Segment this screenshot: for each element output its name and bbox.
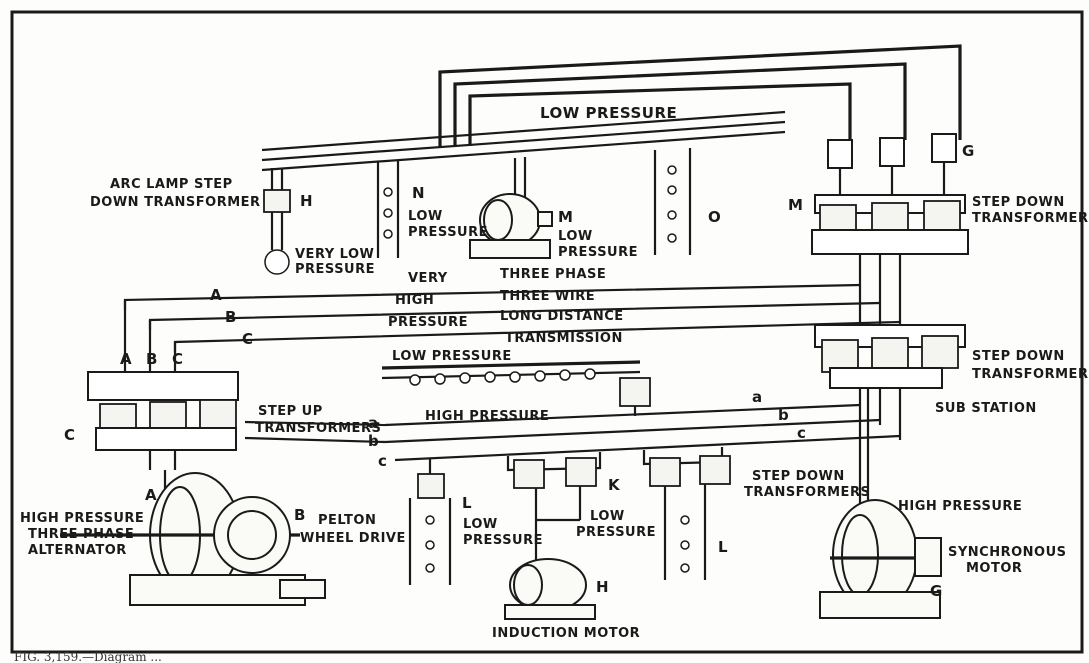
branch-n [378,161,398,258]
label-long-distance: LONG DISTANCE [500,309,624,324]
label-c-right: c [797,424,806,442]
label-sync-2: MOTOR [966,561,1022,576]
label-step-down-low-1: STEP DOWN [752,469,845,484]
meter-box [828,140,852,168]
label-o: O [708,208,721,226]
label-n-low-1: LOW [408,209,443,224]
label-a-right: a [752,388,763,406]
label-high-pressure-right: HIGH PRESSURE [898,499,1022,514]
label-arc-lamp-2: DOWN TRANSFORMER [90,195,261,210]
label-sub-station: SUB STATION [935,401,1037,416]
label-m-mid: M [558,208,573,226]
label-g-sync: G [930,582,943,600]
label-c-line: C [242,330,254,348]
label-step-down-top-2: TRANSFORMERS [972,211,1089,226]
arc-lamp-transformer [264,168,290,274]
label-high-pressure-mid: HIGH PRESSURE [425,409,549,424]
step-down-transformers-mid [815,325,965,388]
label-b-pelton: B [294,506,306,524]
label-k-low-1: LOW [590,509,625,524]
label-c-left: C [64,426,76,444]
label-pelton-1: PELTON [318,513,376,528]
label-very-low-1: VERY LOW [295,247,374,262]
label-k-low-2: PRESSURE [576,525,656,540]
label-a-line: A [210,286,222,304]
label-b-line: B [225,308,237,326]
label-h-ind: H [596,578,609,596]
label-high: HIGH [395,293,434,308]
branch-l-left [410,458,450,585]
label-pressure: PRESSURE [388,315,468,330]
label-induction-motor: INDUCTION MOTOR [492,626,640,641]
label-step-down-mid-2: TRANSFORMERS [972,367,1089,382]
label-c-col: C [172,350,184,368]
label-step-down-mid-1: STEP DOWN [972,349,1065,364]
label-step-up-2: TRANSFORMERS [255,421,381,436]
label-step-up-1: STEP UP [258,404,323,419]
label-low-pressure-top: LOW PRESSURE [540,104,677,122]
label-transmission: TRANSMISSION [505,331,623,346]
label-n-low-2: PRESSURE [408,225,488,240]
step-up-transformers [88,372,238,450]
label-m-low-2: PRESSURE [558,245,638,260]
label-hp-alt-1: HIGH PRESSURE [20,511,144,526]
meter-box [880,138,904,166]
top-feeder-loop [440,46,960,148]
label-pelton-2: WHEEL DRIVE [300,531,406,546]
label-very: VERY [408,271,448,286]
mid-low-pressure-line [382,362,650,406]
label-very-low-2: PRESSURE [295,262,375,277]
synchronous-motor [820,500,941,618]
label-n: N [412,184,425,202]
step-down-transformers-top [812,195,968,254]
label-step-down-top-1: STEP DOWN [972,195,1065,210]
label-b-col: B [146,350,158,368]
label-b-right: b [778,406,789,424]
label-m-low-1: LOW [558,229,593,244]
label-hp-alt-3: ALTERNATOR [28,543,127,558]
meter-g-group [828,134,956,200]
label-sync-1: SYNCHRONOUS [948,545,1067,560]
label-arc-lamp-1: ARC LAMP STEP [110,177,233,192]
label-h-top: H [300,192,313,210]
top-low-pressure-bus [262,112,785,170]
meter-box [932,134,956,162]
label-c-hp: c [378,452,387,470]
label-l-low-2: PRESSURE [463,533,543,548]
arc-lamp-bulb [265,250,289,274]
branch-o [655,148,690,255]
label-three-wire: THREE WIRE [500,289,595,304]
motor-m-low-pressure [470,157,552,258]
label-l-right: L [718,538,728,556]
label-l-low-1: LOW [463,517,498,532]
label-m-right: M [788,196,803,214]
label-hp-alt-2: THREE PHASE [28,527,134,542]
label-b-hp: b [368,432,379,450]
label-three-phase: THREE PHASE [500,267,606,282]
label-g-top: G [962,142,975,160]
label-l-left: L [462,494,472,512]
label-a-hp: a [368,414,379,432]
label-k: K [608,476,621,494]
branch-l-right [644,447,730,580]
label-low-pressure-mid: LOW PRESSURE [392,349,512,364]
label-a-col: A [120,350,132,368]
figure-caption: FIG. 3,159.—Diagram ... [14,650,162,663]
label-step-down-low-2: TRANSFORMERS [744,485,870,500]
label-a-alt: A [145,486,157,504]
